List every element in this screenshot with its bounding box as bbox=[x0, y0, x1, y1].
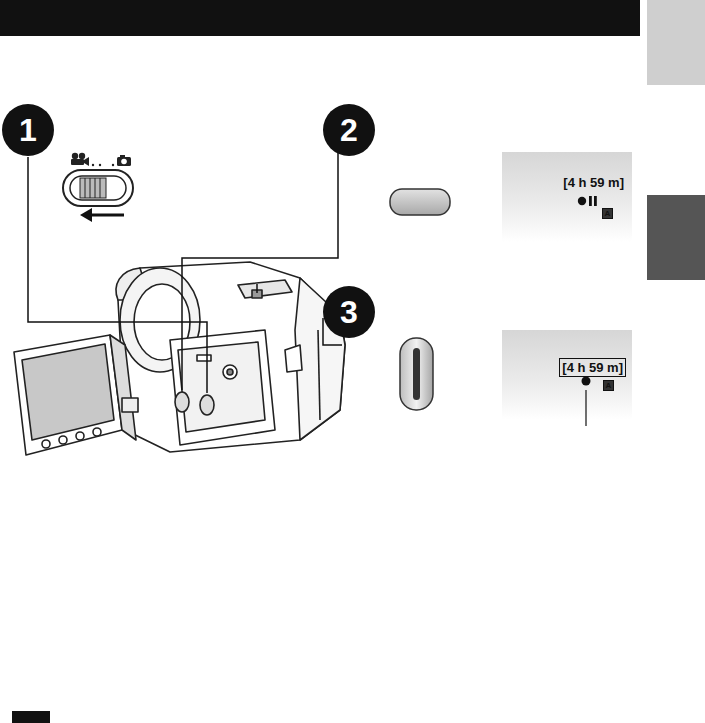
screen-display: [4 h 59 m] A bbox=[502, 330, 632, 420]
screen-display: [4 h 59 m] A bbox=[502, 152, 632, 242]
mode-switch bbox=[63, 153, 133, 222]
callout-number: 2 bbox=[323, 104, 375, 156]
callout-number: 3 bbox=[323, 286, 375, 338]
screen-display bbox=[502, 330, 632, 420]
camcorder bbox=[14, 262, 345, 455]
section-tab-active bbox=[647, 195, 705, 280]
standby-button bbox=[390, 189, 450, 215]
header-bar bbox=[0, 0, 640, 36]
record-symbol bbox=[582, 377, 591, 386]
callout-number: 1 bbox=[19, 114, 37, 146]
note-mark bbox=[12, 711, 50, 723]
auto-mode-icon: A bbox=[602, 208, 613, 219]
leader-line bbox=[585, 390, 586, 426]
section-tab bbox=[647, 0, 705, 85]
leader-line bbox=[28, 150, 342, 393]
screen-display bbox=[502, 152, 632, 242]
start-stop-button bbox=[400, 338, 433, 410]
remaining-time: [4 h 59 m] bbox=[561, 174, 626, 191]
callout-number: 1 bbox=[2, 104, 54, 156]
auto-mode-icon: A bbox=[603, 380, 614, 391]
callout-number: 3 bbox=[340, 296, 358, 328]
remaining-time: [4 h 59 m] bbox=[559, 358, 626, 377]
callout-number: 2 bbox=[340, 114, 358, 146]
standby-symbol bbox=[578, 196, 597, 206]
